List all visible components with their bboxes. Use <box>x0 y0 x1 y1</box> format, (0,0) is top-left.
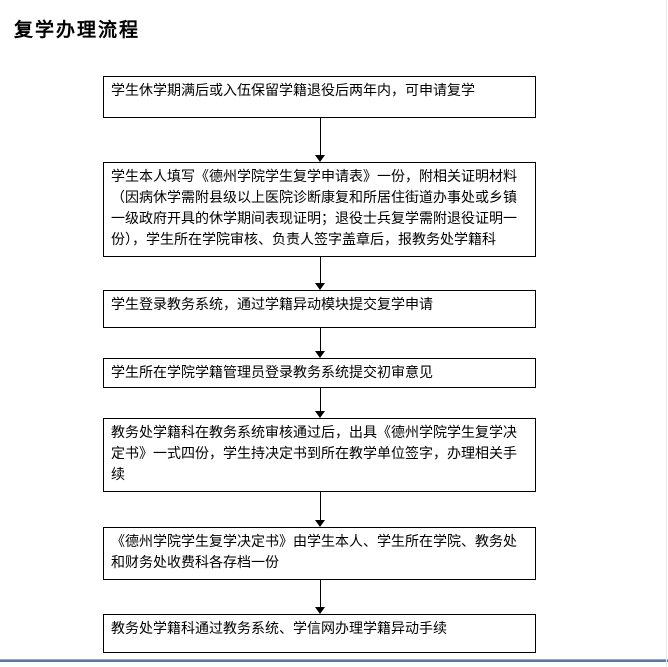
page-title: 复学办理流程 <box>14 19 141 41</box>
arrow-head <box>315 607 325 614</box>
arrow-stem <box>320 118 321 156</box>
flow-step-1: 学生休学期满后或入伍保留学籍退役后两年内，可申请复学 <box>103 76 536 118</box>
flow-step-5: 教务处学籍科在教务系统审核通过后，出具《德州学院学生复学决定书》一式四份，学生持… <box>103 418 536 492</box>
arrow-stem <box>320 328 321 352</box>
right-edge-line <box>666 0 667 667</box>
arrow-stem <box>320 580 321 608</box>
arrow-down-icon <box>314 492 327 527</box>
arrow-down-icon <box>314 328 327 358</box>
arrow-down-icon <box>314 388 327 418</box>
arrow-head <box>315 351 325 358</box>
flow-step-3: 学生登录教务系统，通过学籍异动模块提交复学申请 <box>103 290 536 328</box>
arrow-stem <box>320 388 321 412</box>
flow-step-7: 教务处学籍科通过教务系统、学信网办理学籍异动手续 <box>103 614 536 653</box>
arrow-down-icon <box>314 580 327 614</box>
arrow-stem <box>320 492 321 521</box>
arrow-head <box>315 283 325 290</box>
flow-step-4: 学生所在学院学籍管理员登录教务系统提交初审意见 <box>103 358 536 388</box>
arrow-stem <box>320 257 321 284</box>
arrow-down-icon <box>314 257 327 290</box>
arrow-head <box>315 520 325 527</box>
flow-step-2: 学生本人填写《德州学院学生复学申请表》一份，附相关证明材料（因病休学需附县级以上… <box>103 162 536 257</box>
arrow-head <box>315 411 325 418</box>
flow-step-6: 《德州学院学生复学决定书》由学生本人、学生所在学院、教务处和财务处收费科各存档一… <box>103 527 536 580</box>
arrow-down-icon <box>314 118 327 162</box>
bottom-divider-line <box>0 659 668 662</box>
arrow-head <box>315 155 325 162</box>
